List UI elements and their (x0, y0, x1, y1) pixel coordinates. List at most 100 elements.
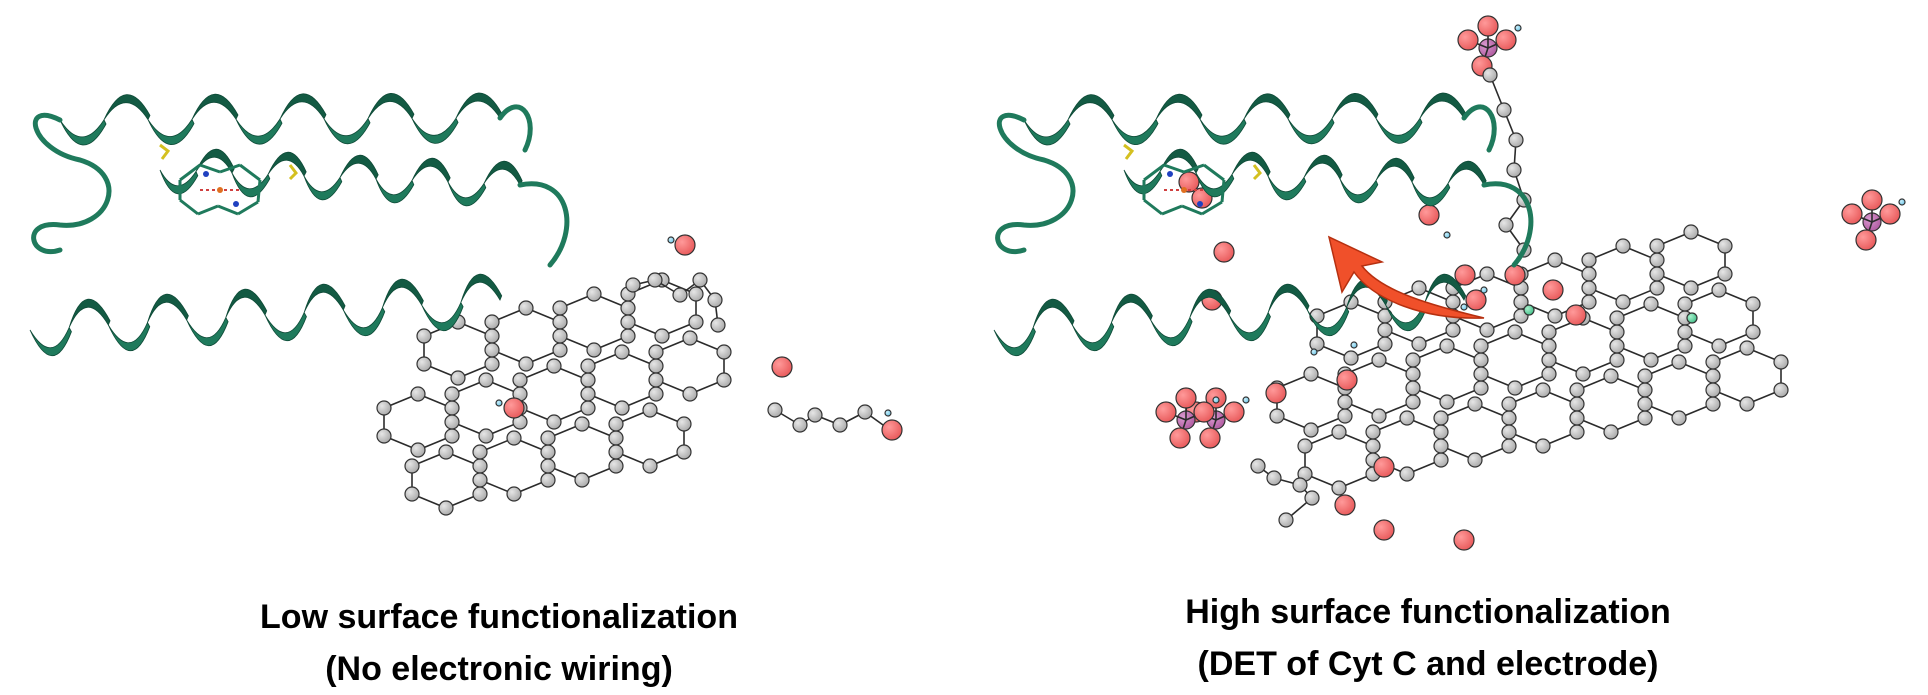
carbon-atom (546, 414, 562, 430)
helix-segment (323, 117, 371, 145)
carbon-atom (792, 417, 808, 433)
hydrogen-atom (1443, 231, 1451, 239)
carbon-atom (1581, 294, 1597, 310)
carbon-atom (410, 442, 426, 458)
carbon-atom (1705, 368, 1721, 384)
helix-segment (159, 169, 199, 195)
carbon-atom (1615, 238, 1631, 254)
carbon-atom (682, 386, 698, 402)
carbon-atom (716, 344, 732, 360)
left-scene (29, 92, 903, 516)
carbon-atom (484, 328, 500, 344)
helix-segment (303, 283, 346, 313)
carbon-atom (620, 314, 636, 330)
helix-segment (29, 326, 72, 357)
helix-segment (993, 326, 1036, 357)
carbon-atom (1637, 396, 1653, 412)
oxygen-atom (1373, 456, 1395, 478)
carbon-atom (608, 444, 624, 460)
helix-segment (460, 273, 503, 303)
carbon-atom (1603, 368, 1619, 384)
carbon-atom (1649, 280, 1665, 296)
heme-bond (1161, 204, 1183, 216)
carbon-atom (648, 358, 664, 374)
oxygen-atom (1465, 289, 1487, 311)
carbon-atom (586, 342, 602, 358)
hydrogen-atom (1480, 286, 1488, 294)
carbon-atom (625, 277, 641, 293)
carbon-atom (608, 430, 624, 446)
carbon-atom (1581, 266, 1597, 282)
oxygen-atom (1457, 29, 1479, 51)
carbon-atom (614, 400, 630, 416)
heme-bond (179, 198, 199, 216)
protein-loop (995, 112, 1076, 255)
carbon-atom (484, 356, 500, 372)
carbon-atom (642, 458, 658, 474)
helix-segment (231, 172, 271, 198)
carbon-atom (1303, 422, 1319, 438)
right-caption: High surface functionalization (DET of C… (946, 586, 1910, 690)
helix-segment (1306, 306, 1350, 337)
carbon-atom (676, 416, 692, 432)
carbon-atom (1482, 67, 1498, 83)
carbon-atom (1508, 132, 1524, 148)
heme-nitrogen (203, 171, 209, 177)
oxygen-atom (1861, 189, 1883, 211)
carbon-atom (478, 372, 494, 388)
carbon-atom (1581, 280, 1597, 296)
heme-nitrogen (1197, 201, 1203, 207)
carbon-atom (608, 458, 624, 474)
carbon-atom (1671, 410, 1687, 426)
heme-bond (1203, 163, 1225, 182)
carbon-atom (580, 372, 596, 388)
helix-segment (225, 288, 268, 318)
carbon-atom (1377, 336, 1393, 352)
oxygen-atom (503, 397, 525, 419)
protein-loop (1461, 104, 1497, 153)
helix-segment (279, 93, 327, 120)
hydrogen-atom (1310, 348, 1318, 356)
carbon-atom (1683, 224, 1699, 240)
oxygen-atom (771, 356, 793, 378)
oxygen-atom (1453, 529, 1475, 551)
carbon-atom (1331, 424, 1347, 440)
carbon-atom (438, 444, 454, 460)
carbon-atom (1343, 350, 1359, 366)
carbon-atom (404, 486, 420, 502)
carbon-atom (1711, 282, 1727, 298)
carbon-atom (1547, 308, 1563, 324)
carbon-atom (1603, 424, 1619, 440)
carbon-atom (540, 430, 556, 446)
carbon-atom (642, 402, 658, 418)
sulfur-bond (159, 143, 171, 160)
helix-segment (411, 157, 451, 183)
carbon-atom (1303, 366, 1319, 382)
carbon-atom (472, 472, 488, 488)
carbon-atom (574, 416, 590, 432)
sulfur-bond (1123, 143, 1135, 160)
carbon-atom (1581, 252, 1597, 268)
carbon-atom (1547, 252, 1563, 268)
helix-segment (1375, 157, 1415, 183)
sulfur-bond (1252, 164, 1262, 181)
carbon-atom (1677, 324, 1693, 340)
carbon-atom (1739, 396, 1755, 412)
carbon-atom (1649, 252, 1665, 268)
helix-segment (367, 93, 415, 120)
heme-bond (1220, 179, 1226, 203)
carbon-atom (1501, 438, 1517, 454)
carbon-atom (1541, 338, 1557, 354)
carbon-atom (416, 356, 432, 372)
carbon-atom (1411, 336, 1427, 352)
carbon-atom (518, 356, 534, 372)
carbon-atom (416, 328, 432, 344)
carbon-atom (444, 428, 460, 444)
carbon-atom (654, 328, 670, 344)
sulfur-bond (288, 164, 298, 181)
carbon-atom (1411, 280, 1427, 296)
oxygen-atom (1334, 494, 1356, 516)
heme-bond (197, 204, 219, 216)
carbon-atom (1637, 410, 1653, 426)
carbon-atom (1569, 396, 1585, 412)
